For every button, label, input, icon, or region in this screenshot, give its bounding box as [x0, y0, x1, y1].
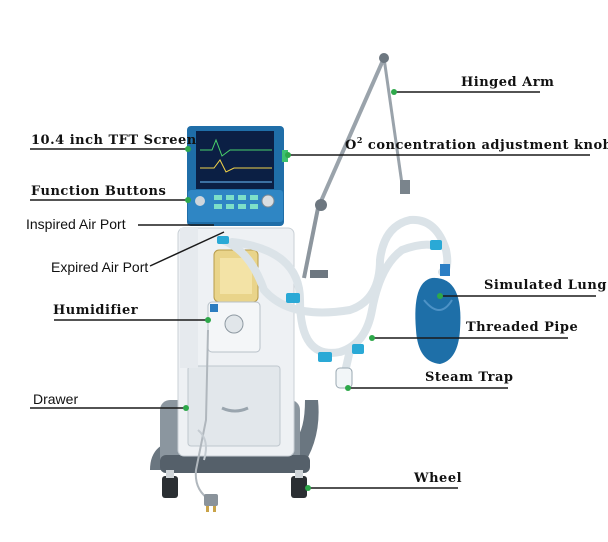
label-threaded-pipe: Threaded Pipe	[466, 320, 579, 335]
label-inspired-air-port: Inspired Air Port	[26, 216, 126, 232]
hinged-arm	[302, 53, 410, 279]
label-hinged-arm: Hinged Arm	[461, 75, 555, 90]
label-wheel: Wheel	[414, 471, 463, 486]
label-o2-suffix: concentration adjustment knob	[362, 138, 608, 153]
label-drawer: Drawer	[33, 391, 79, 407]
pipe-connectors	[217, 236, 442, 362]
label-humidifier: Humidifier	[53, 303, 139, 318]
simulated-lung	[415, 264, 461, 364]
label-function-buttons: Function Buttons	[31, 184, 167, 199]
label-expired-air-port: Expired Air Port	[51, 259, 149, 275]
label-o2-knob: O2 concentration adjustment knob	[345, 135, 608, 154]
label-o2-sup: 2	[356, 135, 363, 145]
label-steam-trap: Steam Trap	[425, 370, 514, 385]
label-simulated-lung: Simulated Lung	[484, 278, 607, 293]
wheel-left	[162, 470, 178, 498]
monitor	[187, 126, 288, 226]
steam-trap	[335, 367, 353, 389]
power-cord	[194, 329, 211, 501]
wheel-right	[291, 470, 307, 498]
label-o2-prefix: O	[345, 138, 357, 153]
label-tft-screen: 10.4 inch TFT Screen	[31, 133, 197, 148]
